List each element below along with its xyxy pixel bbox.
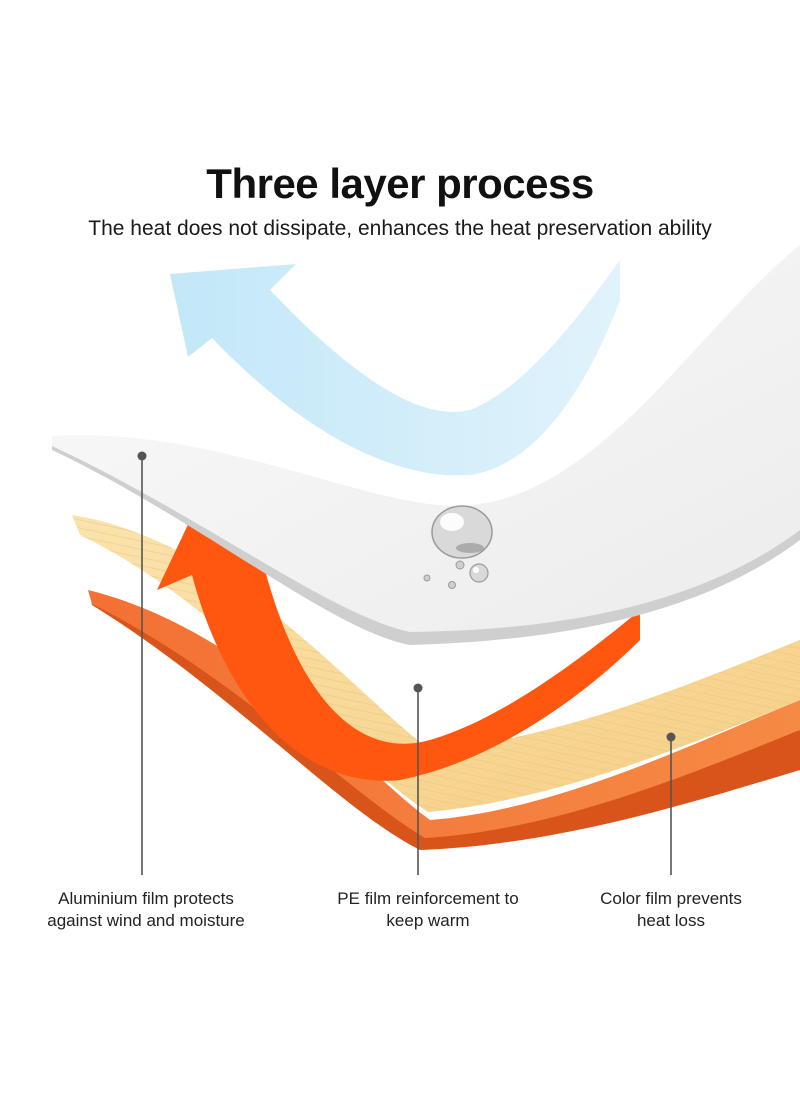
label-color-film: Color film prevents heat loss	[541, 888, 800, 932]
label-pe-line2: keep warm	[386, 911, 470, 930]
page-title: Three layer process	[206, 160, 594, 207]
label-aluminium-line2: against wind and moisture	[47, 911, 245, 930]
label-color-line1: Color film prevents	[600, 889, 742, 908]
color-film-layer	[88, 590, 800, 850]
up-arrow-heat	[157, 495, 640, 781]
leader-lines	[141, 456, 672, 875]
label-color-line2: heat loss	[636, 911, 706, 930]
leader-dot-aluminium	[137, 451, 147, 461]
leader-dot-pe	[413, 683, 423, 693]
leader-dot-color	[666, 732, 676, 742]
water-droplet-icon	[423, 505, 493, 589]
label-pe-line1: PE film reinforcement to	[337, 889, 519, 908]
up-arrow-cold	[170, 260, 620, 476]
pe-film-layer	[72, 515, 800, 812]
page-subtitle: The heat does not dissipate, enhances th…	[88, 217, 712, 240]
label-aluminium-line1: Aluminium film protects	[58, 889, 234, 908]
label-pe-film: PE film reinforcement to keep warm	[298, 888, 558, 932]
label-aluminium-film: Aluminium film protects against wind and…	[16, 888, 276, 932]
aluminium-film-layer	[52, 245, 800, 645]
